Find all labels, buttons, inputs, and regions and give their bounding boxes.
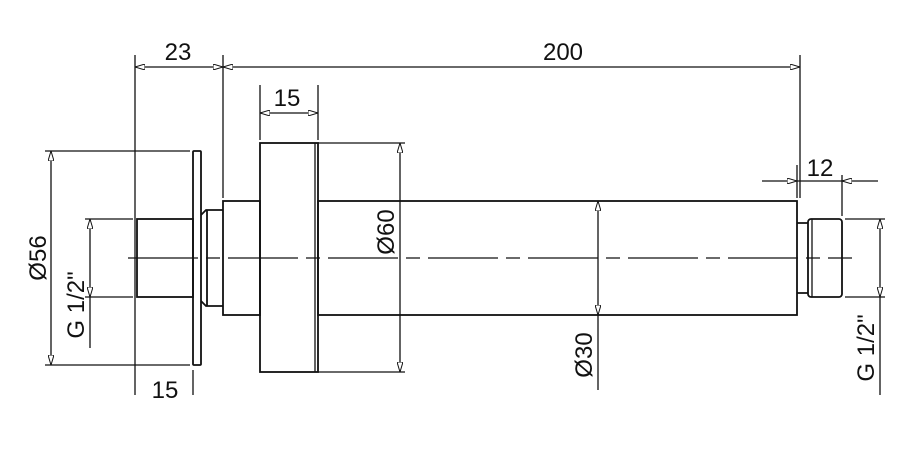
- dim-12-label: 12: [807, 155, 834, 182]
- right-neck: [797, 222, 808, 294]
- thread-left-label: G 1/2": [63, 271, 90, 338]
- part-outline: [128, 142, 852, 373]
- dimension-lines: [51, 67, 880, 395]
- dim-23-label: 23: [165, 39, 192, 66]
- dim-56-label: Ø56: [25, 235, 52, 280]
- dim-60-label: Ø60: [373, 209, 400, 254]
- dim-200-label: 200: [543, 39, 583, 66]
- dim-30-label: Ø30: [571, 332, 598, 377]
- dim-15-top-label: 15: [274, 85, 301, 112]
- thread-right-label: G 1/2": [853, 314, 880, 381]
- extension-lines: [45, 55, 885, 395]
- dim-15-bottom-label: 15: [152, 377, 179, 404]
